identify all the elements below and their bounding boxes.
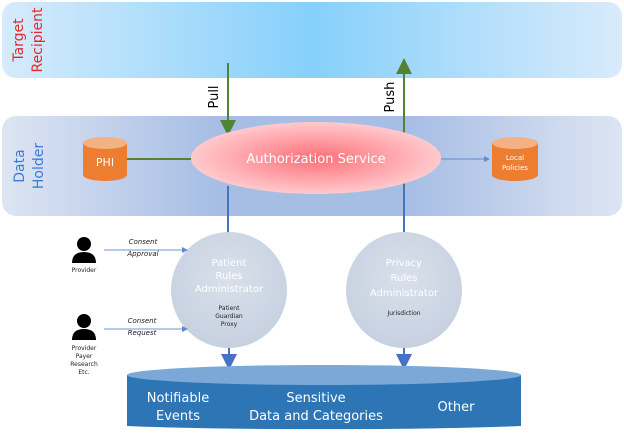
privacy-rules-administrator (346, 232, 462, 348)
patient-admin-sub-line2: Guardian (215, 313, 243, 320)
others-label-line3: Research (70, 361, 98, 368)
patient-admin-title-line2: Rules (216, 271, 243, 282)
privacy-admin-title-line2: Rules (391, 273, 418, 284)
patient-admin-title-line1: Patient (212, 258, 247, 269)
authorization-service-label: Authorization Service (246, 152, 385, 167)
target-label-line2: Recipient (30, 7, 46, 73)
others-label-line4: Etc. (78, 369, 89, 376)
target-label-line1: Target (11, 18, 27, 63)
consent-approval-label-line2: Approval (126, 250, 158, 258)
push-label: Push (383, 82, 398, 113)
consent-request-label-line1: Consent (128, 317, 157, 325)
others-label-line1: Provider (72, 345, 97, 352)
authorization-service (191, 122, 441, 194)
provider-person-icon (72, 237, 96, 263)
store-notifiable-line1: Notifiable (147, 391, 209, 406)
local-policies-label-line2: Policies (502, 164, 528, 172)
pull-label: Pull (207, 85, 222, 108)
privacy-admin-title-line3: Administrator (370, 288, 439, 299)
patient-admin-title-line3: Administrator (195, 284, 264, 295)
phi-label: PHI (96, 156, 114, 169)
patient-admin-sub-line3: Proxy (221, 321, 238, 328)
store-sensitive-line2: Data and Categories (249, 409, 383, 424)
patient-admin-sub-line1: Patient (219, 305, 241, 312)
holder-label-line2: Holder (31, 143, 47, 189)
patient-rules-administrator (171, 232, 287, 348)
store-other: Other (438, 400, 476, 415)
local-policies-database: Local Policies (492, 137, 538, 181)
local-policies-label-line1: Local (506, 154, 524, 162)
store-notifiable-line2: Events (156, 409, 200, 424)
provider-label: Provider (72, 267, 97, 274)
holder-label-line1: Data (12, 149, 28, 182)
store-sensitive-line1: Sensitive (286, 391, 345, 406)
privacy-admin-sub-line1: Jurisdiction (386, 310, 420, 317)
consent-approval-label-line1: Consent (129, 238, 158, 246)
target-recipient-band (2, 2, 622, 78)
others-label-line2: Payer (76, 353, 93, 360)
sensitive-data-store (127, 365, 521, 430)
privacy-admin-title-line1: Privacy (386, 258, 422, 269)
consent-request-label-line2: Request (128, 329, 157, 337)
others-person-icon (72, 314, 96, 340)
phi-database: PHI (83, 137, 127, 181)
